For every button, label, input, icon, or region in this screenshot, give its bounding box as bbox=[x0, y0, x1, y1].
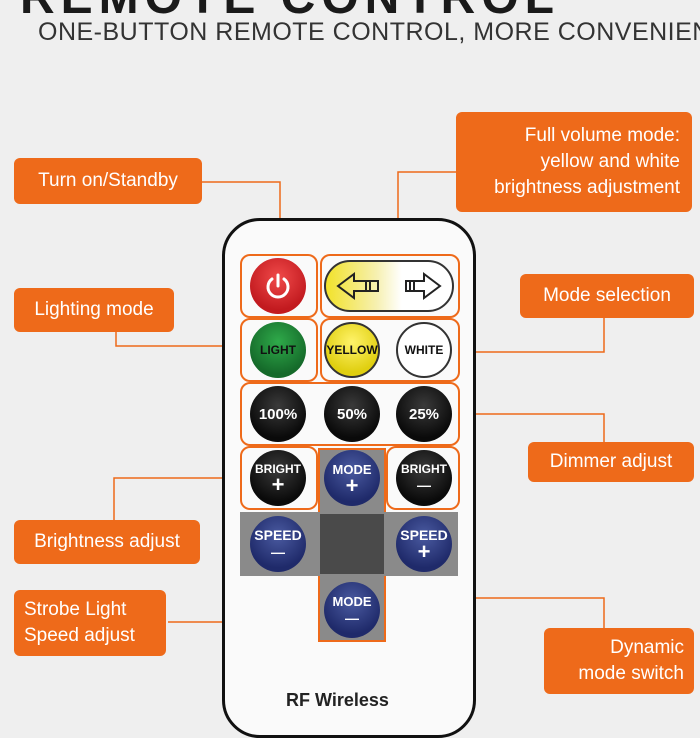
yellow-button[interactable]: YELLOW bbox=[324, 322, 380, 378]
bright-minus-label: BRIGHT bbox=[401, 462, 447, 476]
subheading: ONE-BUTTON REMOTE CONTROL, MORE CONVENIE… bbox=[38, 18, 700, 46]
cross-pad-center bbox=[320, 514, 384, 574]
callout-dimmer: Dimmer adjust bbox=[528, 442, 694, 482]
brightness-25-button[interactable]: 25% bbox=[396, 386, 452, 442]
frame-power bbox=[240, 254, 318, 318]
minus-icon: — bbox=[417, 477, 431, 493]
speed-plus-label: SPEED bbox=[400, 527, 448, 543]
callout-dynamic: Dynamic mode switch bbox=[544, 628, 694, 694]
speed-minus-label: SPEED bbox=[254, 527, 302, 543]
main-heading: REMOTE CONTROL bbox=[20, 0, 700, 25]
minus-icon: — bbox=[271, 544, 285, 560]
frame-dimmer bbox=[240, 382, 460, 446]
frame-lighting bbox=[240, 318, 318, 382]
callout-full-volume-line3: brightness adjustment bbox=[494, 177, 680, 198]
callout-mode-selection: Mode selection bbox=[520, 274, 694, 318]
frame-brightness-minus bbox=[386, 446, 460, 510]
brightness-100-button[interactable]: 100% bbox=[250, 386, 306, 442]
callout-brightness: Brightness adjust bbox=[14, 520, 200, 564]
power-icon bbox=[266, 273, 290, 299]
callout-dynamic-line2: mode switch bbox=[578, 663, 684, 684]
line-brightness bbox=[113, 477, 240, 520]
callout-strobe-line1: Strobe Light bbox=[24, 599, 127, 620]
callout-power: Turn on/Standby bbox=[14, 158, 202, 204]
line-mode-selection bbox=[460, 318, 605, 353]
white-button[interactable]: WHITE bbox=[396, 322, 452, 378]
bright-minus-button[interactable]: BRIGHT — bbox=[396, 450, 452, 506]
plus-icon: + bbox=[271, 472, 285, 497]
full-volume-button[interactable] bbox=[324, 260, 454, 312]
line-dimmer bbox=[460, 413, 605, 442]
speed-minus-button[interactable]: SPEED — bbox=[250, 516, 306, 572]
callout-strobe: Strobe Light Speed adjust bbox=[14, 590, 166, 656]
callout-full-volume: Full volume mode: yellow and white brigh… bbox=[456, 112, 692, 212]
plus-icon: + bbox=[345, 472, 359, 498]
brightness-50-button[interactable]: 50% bbox=[324, 386, 380, 442]
brand-label: RF Wireless bbox=[286, 690, 389, 710]
power-button[interactable] bbox=[250, 258, 306, 314]
callout-lighting: Lighting mode bbox=[14, 288, 174, 332]
mode-minus-button[interactable]: MODE — bbox=[324, 582, 380, 638]
mode-plus-label: MODE bbox=[332, 461, 372, 477]
light-button[interactable]: LIGHT bbox=[250, 322, 306, 378]
bright-plus-label: BRIGHT bbox=[255, 462, 301, 476]
frame-brightness bbox=[240, 446, 318, 510]
plus-icon: + bbox=[417, 539, 431, 564]
mode-minus-label: MODE bbox=[332, 593, 372, 609]
minus-icon: — bbox=[345, 609, 359, 626]
frame-mode-selection bbox=[320, 318, 460, 382]
bright-plus-button[interactable]: BRIGHT + bbox=[250, 450, 306, 506]
arrows-icon bbox=[336, 272, 442, 300]
mode-plus-button[interactable]: MODE + bbox=[324, 450, 380, 506]
frame-full-volume bbox=[320, 254, 460, 318]
callout-full-volume-line2: yellow and white bbox=[540, 151, 680, 172]
speed-plus-button[interactable]: SPEED + bbox=[396, 516, 452, 572]
callout-strobe-line2: Speed adjust bbox=[24, 625, 135, 646]
callout-full-volume-line1: Full volume mode: bbox=[524, 125, 680, 146]
callout-dynamic-line1: Dynamic bbox=[610, 637, 684, 658]
